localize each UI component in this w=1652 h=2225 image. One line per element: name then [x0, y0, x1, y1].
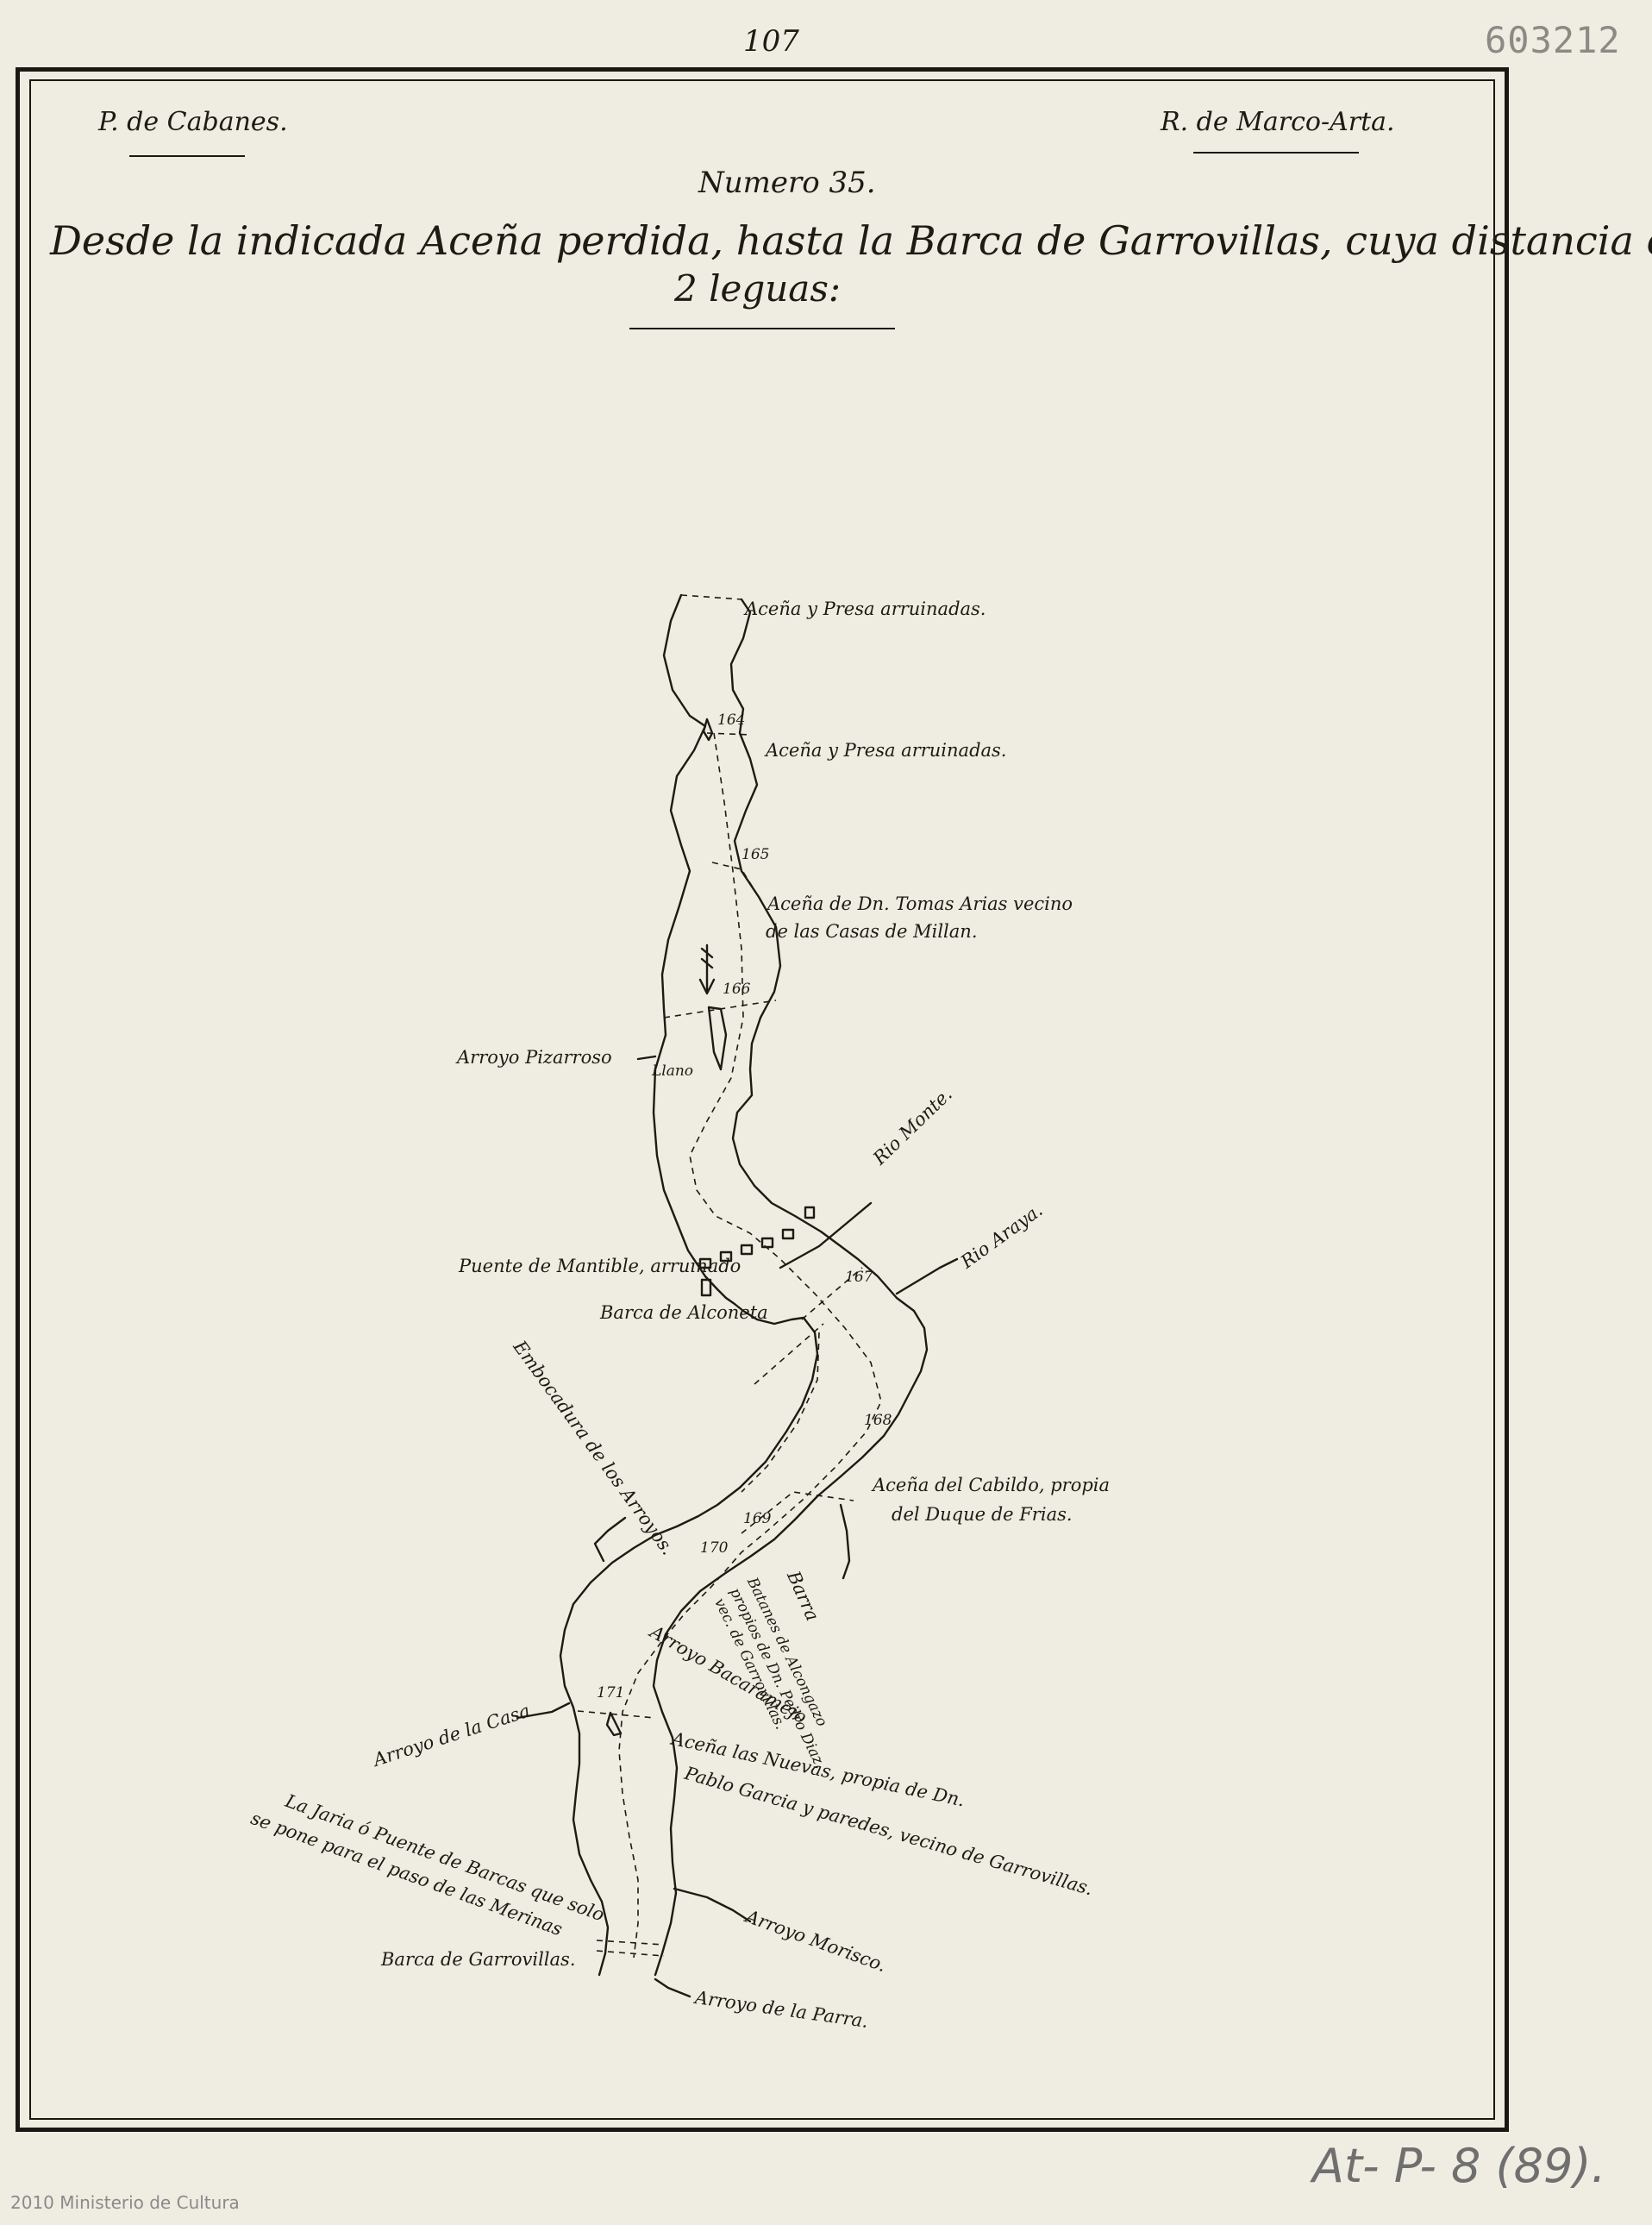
bridge-ruin — [700, 1278, 712, 1297]
label-arroyo-pizarroso: Arroyo Pizarroso — [457, 1047, 612, 1068]
label-acena-tomas-1: Aceña de Dn. Tomas Arias vecino — [767, 893, 1073, 914]
bridge-ruin — [698, 1257, 712, 1269]
dam-line — [596, 1940, 665, 1946]
channel-line — [741, 1332, 820, 1493]
catalog-number: 603212 — [1485, 19, 1621, 61]
label-llano: Llano — [652, 1062, 694, 1080]
river-west-bank — [559, 593, 819, 1977]
river-east-bank — [652, 598, 929, 1977]
inner-frame — [29, 79, 1495, 2120]
label-acena-cabildo-2: del Duque de Frias. — [892, 1504, 1073, 1525]
rio-araya-stream — [895, 1257, 959, 1295]
arroyo-casa-stream — [516, 1702, 571, 1720]
bridge-ruin — [760, 1237, 774, 1249]
dam-line — [754, 1323, 824, 1385]
author-left: P. de Cabanes. — [98, 107, 288, 137]
river-marker-166: 166 — [723, 981, 751, 998]
arroyo-pizarroso-stream — [636, 1055, 657, 1061]
label-acena-presa-1: Aceña y Presa arruinadas. — [745, 599, 986, 619]
bridge-ruin — [781, 1228, 795, 1240]
river-marker-169: 169 — [743, 1510, 772, 1527]
outer-frame — [16, 67, 1509, 2132]
author-right: R. de Marco-Arta. — [1161, 107, 1395, 137]
island — [605, 1711, 623, 1737]
label-barca-alconeta: Barca de Alconeta — [600, 1302, 768, 1323]
dam-line — [741, 1491, 854, 1534]
dam-line — [801, 1267, 863, 1320]
river-marker-168: 168 — [864, 1412, 892, 1429]
title-line-2: 2 leguas: — [674, 267, 842, 310]
page-number: 107 — [743, 24, 799, 59]
dam-line — [706, 732, 751, 736]
embocadura-stream — [593, 1516, 627, 1563]
label-acena-cabildo-1: Aceña del Cabildo, propia — [873, 1475, 1111, 1495]
arroyo-morisco-stream — [673, 1887, 752, 1923]
stream-near-169 — [839, 1503, 851, 1580]
author-left-underline — [129, 155, 245, 157]
river-marker-171: 171 — [597, 1684, 624, 1702]
dam-line — [680, 594, 742, 600]
title-line-1: Desde la indicada Aceña perdida, hasta l… — [50, 217, 1652, 264]
bridge-ruin — [804, 1206, 816, 1219]
arroyo-parra-stream — [654, 1977, 691, 1998]
dam-line — [663, 1000, 777, 1018]
channel-line — [618, 732, 882, 1959]
author-right-underline — [1193, 152, 1359, 154]
bridge-ruin — [719, 1250, 733, 1263]
river-marker-164: 164 — [717, 711, 745, 729]
dam-line — [577, 1710, 656, 1719]
river-marker-165: 165 — [742, 846, 769, 863]
dam-line — [596, 1950, 665, 1957]
title-underline — [629, 328, 895, 329]
island — [702, 718, 714, 742]
shelfmark: At- P- 8 (89). — [1312, 2139, 1606, 2193]
river-marker-170: 170 — [700, 1539, 729, 1557]
copyright-notice: 2010 Ministerio de Cultura — [10, 2192, 240, 2213]
bridge-ruin — [740, 1244, 754, 1256]
label-puente-mantible: Puente de Mantible, arruinado — [459, 1256, 742, 1276]
island — [707, 1006, 728, 1071]
river-marker-167: 167 — [845, 1269, 873, 1286]
sheet-number: Numero 35. — [698, 166, 876, 200]
label-barca-garrovillas: Barca de Garrovillas. — [381, 1949, 576, 1970]
label-acena-presa-2: Aceña y Presa arruinadas. — [766, 740, 1007, 761]
rio-monte-stream — [779, 1201, 873, 1269]
north-arrow — [698, 943, 716, 995]
label-acena-tomas-2: de las Casas de Millan. — [766, 921, 978, 942]
